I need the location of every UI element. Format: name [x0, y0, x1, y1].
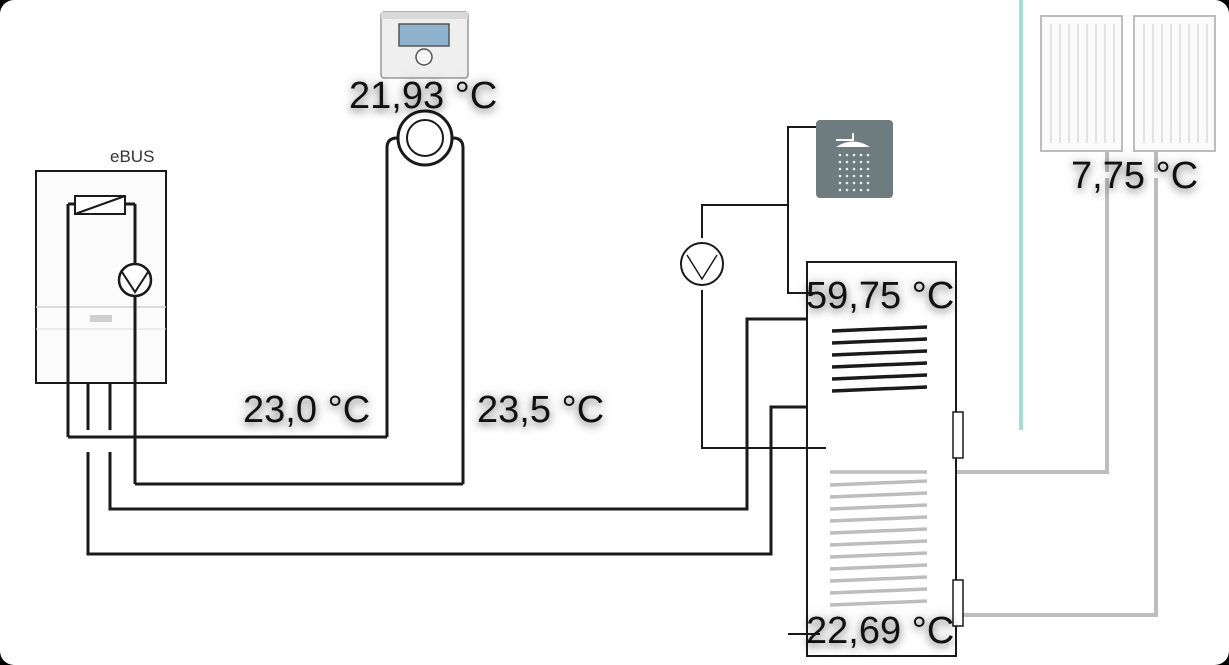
circulation-pump-icon	[680, 242, 724, 286]
boiler-icon	[35, 170, 167, 484]
heating-return-temperature: 23,0 °C	[243, 389, 371, 431]
solar-collector-temperature: 7,75 °C	[1071, 155, 1199, 197]
room-thermostat-icon	[380, 11, 469, 79]
thermostat-temperature: 21,93 °C	[349, 75, 498, 117]
heating-flow-temperature: 23,5 °C	[477, 389, 605, 431]
solar-collector-icon	[1040, 15, 1216, 152]
solar-divider-bar	[1019, 0, 1023, 430]
ebus-label: eBUS	[110, 147, 155, 166]
mixing-valve-icon	[396, 109, 454, 167]
tank-bottom-temperature: 22,69 °C	[806, 610, 955, 652]
solar-pipes	[930, 151, 1158, 617]
tank-top-temperature: 59,75 °C	[806, 275, 955, 317]
hot-water-tank-icon	[806, 261, 964, 657]
heating-circuit-pipes	[68, 136, 465, 486]
shower-icon	[816, 120, 893, 198]
circulation-pipes	[701, 126, 826, 635]
